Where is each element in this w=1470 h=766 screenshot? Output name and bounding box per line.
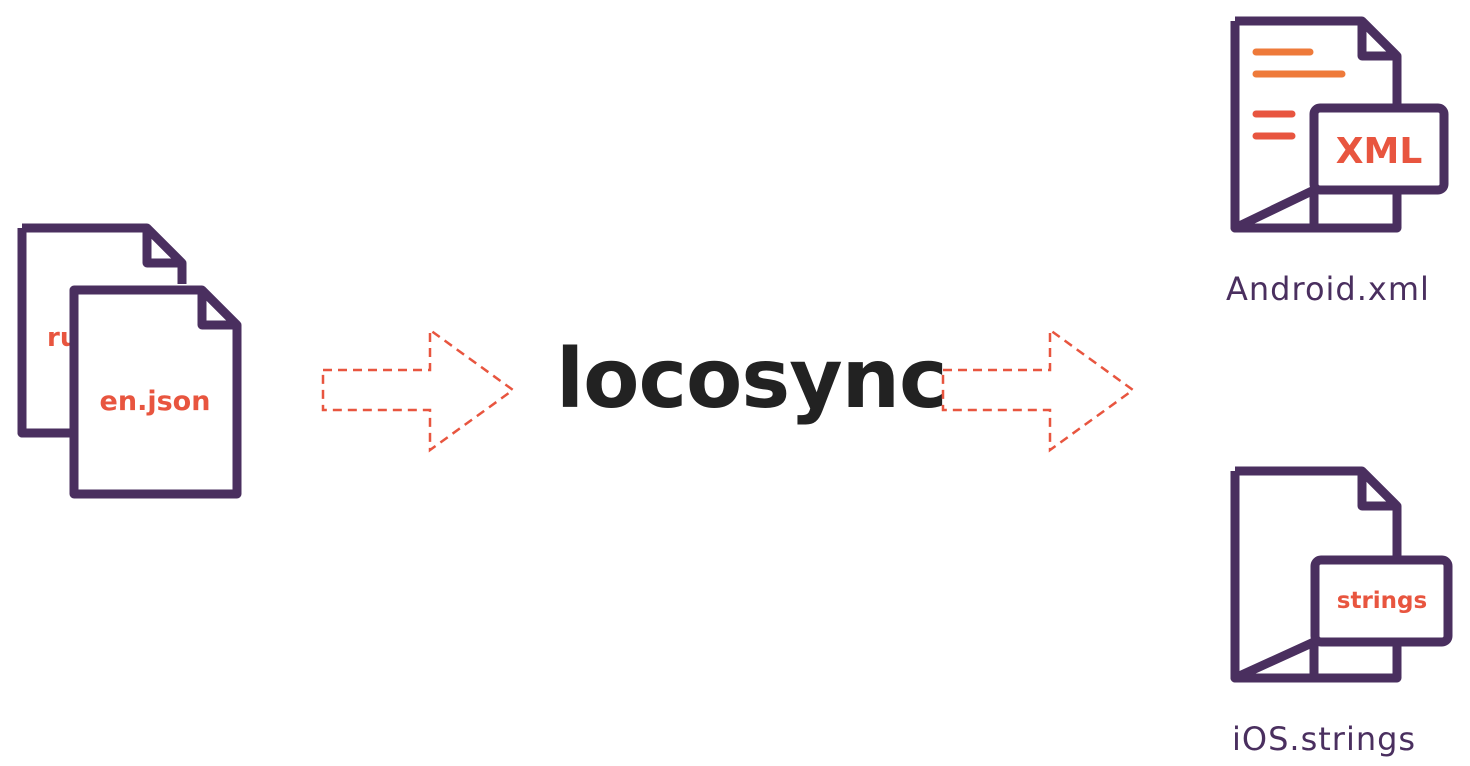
input-files-icon: ru.json en.json — [17, 223, 242, 499]
front-document-icon: en.json — [69, 285, 242, 499]
app-title: locosync — [556, 332, 948, 427]
strings-badge-label: strings — [1337, 588, 1427, 614]
xml-badge-label: XML — [1336, 131, 1423, 172]
xml-document-icon: XML — [1230, 16, 1449, 233]
ios-caption: iOS.strings — [1232, 720, 1417, 758]
android-caption: Android.xml — [1226, 270, 1430, 308]
dashed-arrow-icon — [321, 327, 516, 453]
strings-document-icon: strings — [1230, 466, 1453, 683]
dashed-arrow-icon — [941, 327, 1136, 453]
front-file-label: en.json — [100, 386, 211, 417]
